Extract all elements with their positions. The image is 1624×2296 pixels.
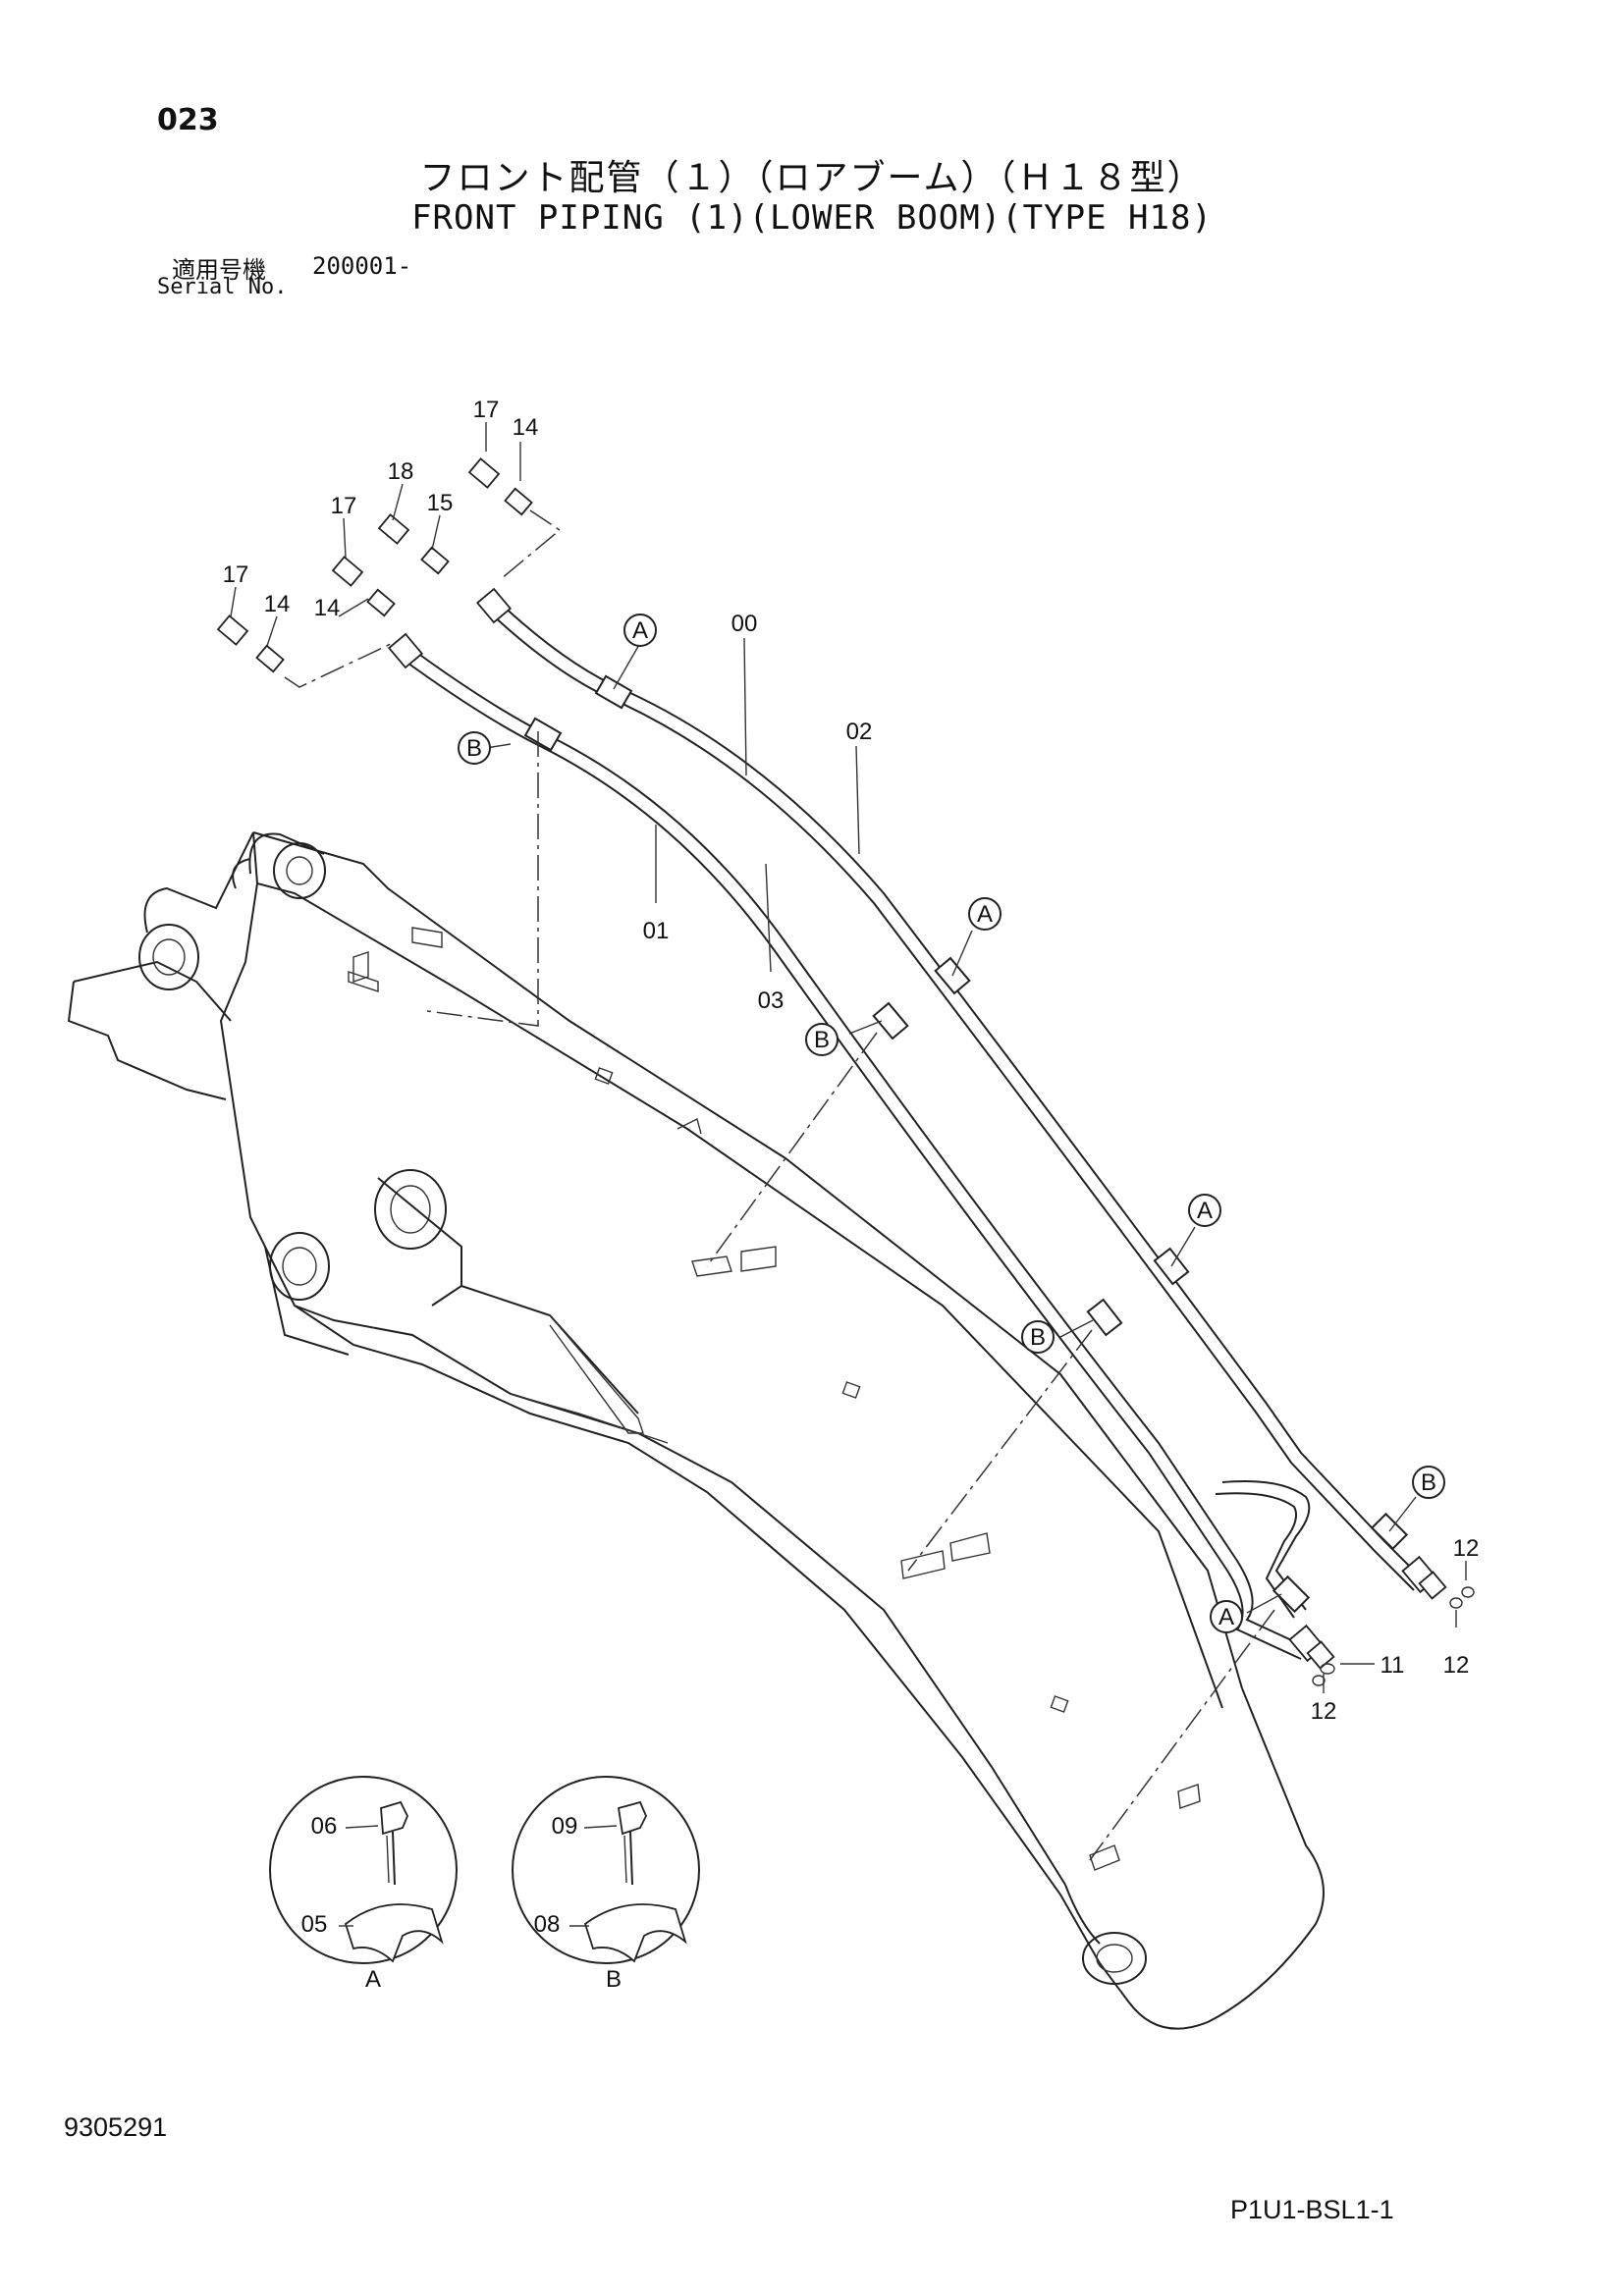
callout-09: 09	[552, 1813, 578, 1840]
svg-text:B: B	[1421, 1469, 1436, 1496]
callout-14: 14	[314, 595, 341, 621]
serial-label-english: Serial No.	[157, 275, 288, 299]
callout-17: 17	[223, 561, 249, 588]
serial-label-japanese: 適用号機	[172, 256, 266, 284]
callout-12: 12	[1443, 1652, 1470, 1679]
deck-bracket-1	[348, 927, 443, 992]
title-english: FRONT PIPING (1)(LOWER BOOM)(TYPE H18)	[411, 198, 1213, 238]
leader-lines	[230, 422, 1475, 1861]
svg-text:B: B	[814, 1027, 830, 1053]
title-japanese: フロント配管（１）（ロアブーム）（Ｈ１８型）	[419, 158, 1205, 198]
svg-text:A: A	[1218, 1604, 1234, 1630]
svg-text:A: A	[977, 901, 993, 928]
callout-15: 15	[427, 490, 454, 516]
serial-number-value: 200001-	[312, 252, 412, 280]
top-fittings	[216, 457, 562, 688]
callout-12: 12	[1311, 1698, 1337, 1725]
callout-06: 06	[311, 1813, 338, 1840]
callout-17: 17	[473, 397, 500, 423]
callout-17: 17	[331, 493, 357, 519]
svg-text:B: B	[466, 735, 482, 762]
callout-11: 11	[1380, 1652, 1405, 1679]
marker-b-3: B	[1021, 1320, 1055, 1354]
callout-18: 18	[388, 458, 414, 485]
marker-b-4: B	[1412, 1466, 1445, 1499]
callout-12: 12	[1453, 1535, 1480, 1562]
callout-08: 08	[534, 1911, 561, 1938]
marker-b-1: B	[458, 731, 491, 765]
detail-a-label: A	[365, 1966, 381, 1993]
marker-a-4: A	[1210, 1600, 1243, 1633]
deck-bracket-2	[691, 1246, 777, 1277]
marker-a-2: A	[968, 897, 1001, 931]
marker-a-1: A	[623, 614, 657, 647]
part-callouts: 17 14 18 17 15 17 14 14 00 02 01 03 11 1…	[223, 397, 1480, 1725]
page-number: 023	[157, 103, 219, 137]
svg-text:A: A	[1197, 1198, 1213, 1224]
detail-b-label: B	[606, 1966, 622, 1993]
sheet-code: P1U1-BSL1-1	[1230, 2195, 1394, 2224]
callout-14: 14	[513, 414, 539, 441]
deck-bracket-3	[900, 1532, 991, 1579]
marker-b-2: B	[805, 1023, 839, 1056]
callout-02: 02	[846, 719, 873, 745]
detail-b: 09 08 B	[512, 1776, 700, 1993]
svg-text:B: B	[1030, 1324, 1046, 1351]
callout-03: 03	[758, 988, 785, 1014]
marker-a-3: A	[1188, 1194, 1221, 1227]
drawing-number: 9305291	[64, 2112, 168, 2142]
detail-markers: A B A B A B B A	[458, 614, 1445, 1633]
hydraulic-pipes	[387, 587, 1447, 1670]
callout-14: 14	[264, 591, 291, 617]
pipe-clamps	[523, 674, 1409, 1614]
detail-a: 06 05 A	[269, 1776, 458, 1993]
callout-01: 01	[643, 918, 670, 944]
deck-bracket-4	[1089, 1784, 1201, 1871]
svg-text:A: A	[632, 617, 648, 644]
callout-05: 05	[301, 1911, 328, 1938]
callout-00: 00	[731, 611, 758, 637]
lower-boom	[67, 831, 1325, 2030]
